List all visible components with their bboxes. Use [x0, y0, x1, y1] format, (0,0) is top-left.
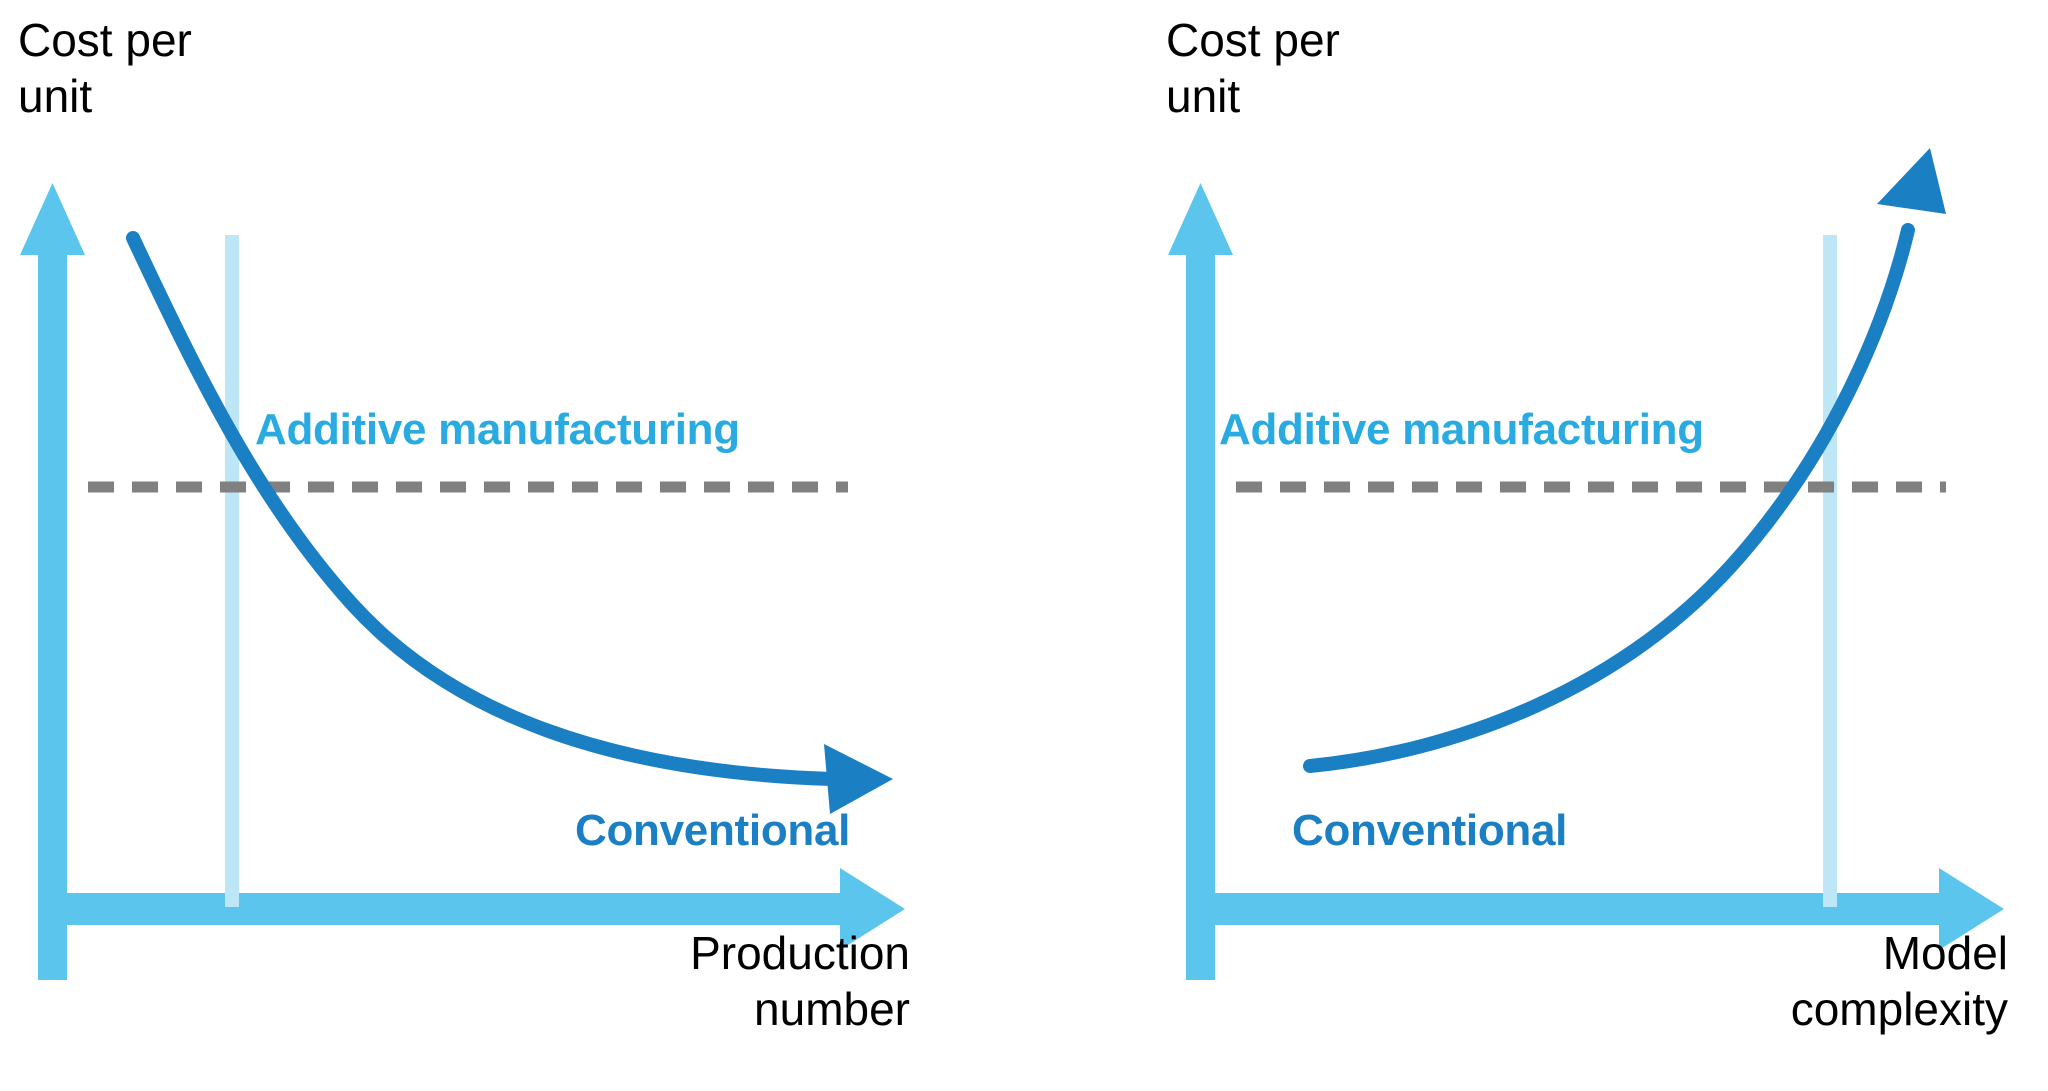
x-axis-title-left: Production number: [690, 927, 910, 1035]
conventional-curve-right: [1303, 148, 1946, 773]
y-axis-title-left: Cost per unit: [18, 14, 192, 122]
x-axis-title-right: Model complexity: [1790, 927, 2008, 1035]
x-axis-arrow-left: [38, 868, 905, 950]
break-even-guide-right: [1823, 235, 1837, 907]
chart-panel-left: Cost per unit Additive manufacturing: [18, 14, 910, 1035]
y-axis-arrow-left: [20, 183, 85, 980]
chart-panel-right: Cost per unit Additive manufacturing: [1024, 0, 2048, 1091]
y-axis-title-right: Cost per unit: [1166, 14, 1340, 122]
conventional-curve-left: [126, 231, 893, 814]
conventional-label-right: Conventional: [1292, 806, 1568, 855]
additive-manufacturing-label-left: Additive manufacturing: [255, 405, 740, 454]
y-axis-arrow-right: [1168, 183, 1233, 980]
break-even-guide-left: [225, 235, 239, 907]
additive-manufacturing-label-right: Additive manufacturing: [1219, 405, 1704, 454]
conventional-label-left: Conventional: [575, 806, 851, 855]
chart-art-right: [1168, 148, 2004, 980]
chart-art-left: [20, 183, 905, 980]
